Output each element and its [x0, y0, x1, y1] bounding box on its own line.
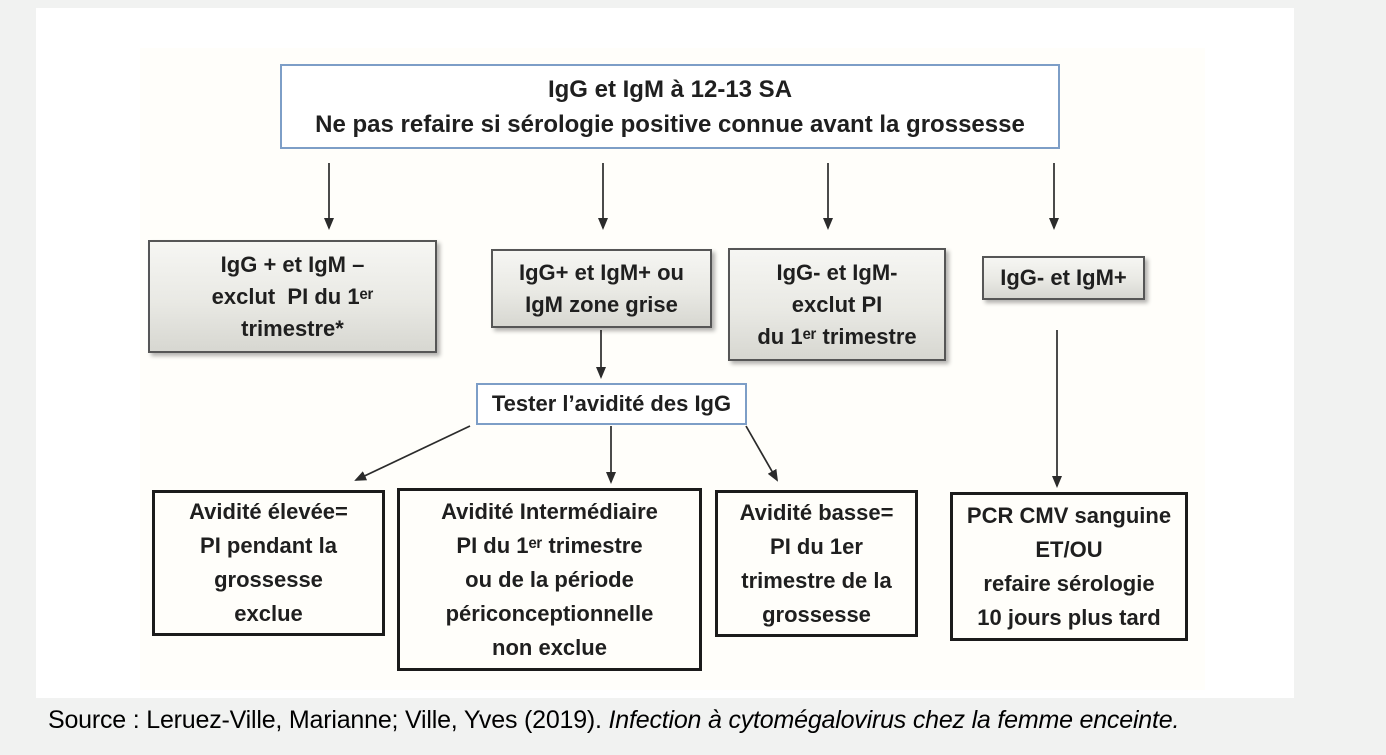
node-text-line: IgG- et IgM+: [1000, 265, 1127, 290]
node-intermediate-avidity: Avidité Intermédiaire PI du 1ᵉʳ trimestr…: [397, 488, 702, 671]
node-high-avidity: Avidité élevée= PI pendant la grossesse …: [152, 490, 385, 636]
node-text-line: exclut PI: [791, 291, 883, 317]
node-low-avidity: Avidité basse= PI du 1er trimestre de la…: [715, 490, 918, 637]
source-citation-title: Infection à cytomégalovirus chez la femm…: [608, 706, 1180, 734]
node-text-line: PI du 1ᵉʳ trimestre: [456, 532, 643, 558]
node-text-line: Avidité basse=: [739, 499, 894, 525]
node-text-line: PCR CMV sanguine: [966, 502, 1172, 528]
node-text-line: PI pendant la: [200, 533, 337, 558]
node-text-line: exclue: [234, 601, 303, 626]
source-citation: Source : Leruez-Ville, Marianne; Ville, …: [48, 706, 1358, 735]
node-text-line: IgG + et IgM –: [220, 251, 365, 277]
node-text-line: IgG et IgM à 12-13 SA: [547, 75, 793, 103]
node-text-line: IgG- et IgM-: [776, 259, 898, 285]
node-igg-pos-igm-pos: IgG+ et IgM+ ou IgM zone grise: [491, 249, 712, 328]
node-text-line: IgM zone grise: [525, 291, 678, 317]
node-text-line: non exclue: [492, 634, 607, 660]
node-text-line: refaire sérologie: [983, 570, 1155, 596]
node-test-avidity: Tester l’avidité des IgG: [476, 383, 747, 425]
node-text-line: trimestre de la: [741, 567, 892, 593]
node-text-line: PI du 1er: [770, 533, 863, 559]
node-text-line: Avidité Intermédiaire: [441, 498, 658, 524]
node-text-line: IgG+ et IgM+ ou: [518, 259, 684, 285]
node-text-line: du 1ᵉʳ trimestre: [757, 323, 917, 349]
node-pcr-cmv: PCR CMV sanguine ET/OU refaire sérologie…: [950, 492, 1188, 641]
node-igg-neg-igm-pos: IgG- et IgM+: [982, 256, 1145, 300]
flowchart-canvas: [140, 48, 1205, 690]
node-text-line: Ne pas refaire si sérologie positive con…: [315, 110, 1025, 138]
node-text-line: 10 jours plus tard: [977, 604, 1161, 630]
source-citation-prefix: Source : Leruez-Ville, Marianne; Ville, …: [48, 706, 609, 734]
node-text-line: ET/OU: [1035, 536, 1103, 562]
node-text-line: exclut PI du 1ᵉʳ: [211, 283, 374, 309]
node-text-line: Avidité élevée=: [189, 499, 348, 524]
node-text-line: grossesse: [762, 601, 871, 627]
node-text-line: ou de la période: [465, 566, 634, 592]
node-serology-12-13sa: IgG et IgM à 12-13 SA Ne pas refaire si …: [280, 64, 1060, 149]
node-text-line: périconceptionnelle: [445, 600, 654, 626]
node-igg-pos-igm-neg: IgG + et IgM – exclut PI du 1ᵉʳ trimestr…: [148, 240, 437, 353]
node-text-line: grossesse: [214, 567, 323, 592]
node-text-line: Tester l’avidité des IgG: [491, 391, 732, 416]
node-igg-neg-igm-neg: IgG- et IgM- exclut PI du 1ᵉʳ trimestre: [728, 248, 946, 361]
node-text-line: trimestre*: [241, 315, 344, 341]
